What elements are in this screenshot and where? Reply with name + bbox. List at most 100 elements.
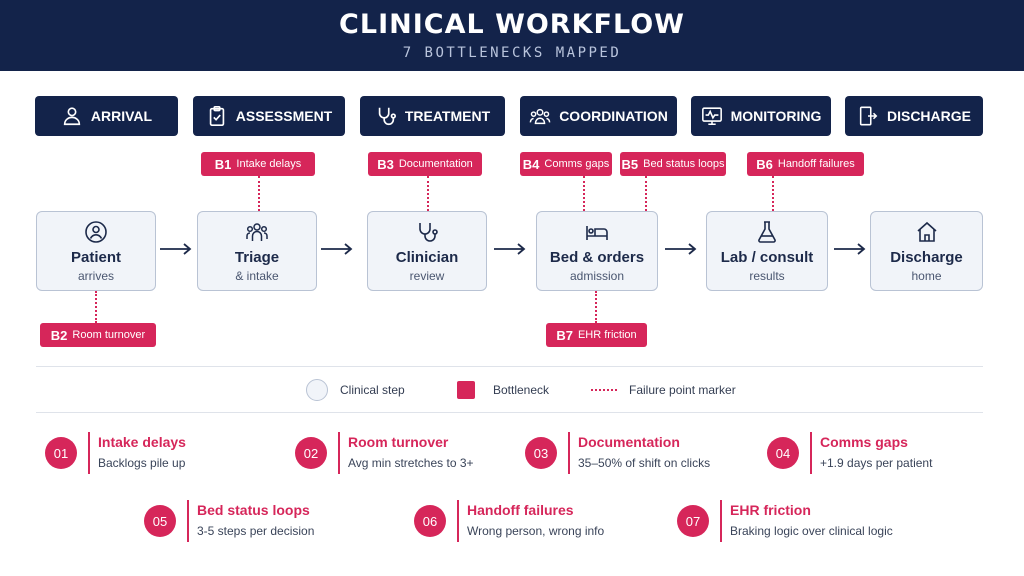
card-accent-bar [457, 500, 459, 542]
detail-card-06: 06 Handoff failures Wrong person, wrong … [414, 500, 634, 550]
flow-arrow-icon [494, 243, 526, 255]
divider [36, 366, 983, 367]
legend-bottleneck: Bottleneck [457, 378, 549, 402]
card-number: 01 [45, 437, 77, 469]
bottleneck-tag-b3: B3 Documentation [368, 152, 482, 176]
card-text: Wrong person, wrong info [467, 524, 605, 538]
bottleneck-label: Handoff failures [777, 158, 855, 170]
failure-marker-swatch [591, 389, 617, 391]
legend-label: Bottleneck [493, 383, 550, 397]
bottleneck-tag-b6: B6 Handoff failures [747, 152, 864, 176]
card-text: Braking logic over clinical logic [730, 524, 893, 538]
phase-label: DISCHARGE [886, 108, 971, 124]
card-title: Intake delays [98, 434, 186, 450]
bottleneck-code: B7 [556, 327, 573, 343]
clipboard-check-icon [209, 106, 225, 126]
bottleneck-tag-b2: B2 Room turnover [40, 323, 156, 347]
bottleneck-code: B5 [621, 156, 639, 172]
detail-card-01: 01 Intake delays Backlogs pile up [45, 432, 245, 482]
flow-arrow-icon [321, 243, 353, 255]
step-patient-arrives: Patient arrives [36, 211, 156, 291]
card-accent-bar [187, 500, 189, 542]
phase-label: ASSESSMENT [235, 108, 333, 124]
person-icon [63, 107, 81, 126]
flow-arrow-icon [160, 243, 192, 255]
step-bed-orders: Bed & orders admission [536, 211, 658, 291]
card-text: +1.9 days per patient [820, 456, 933, 470]
failure-marker-line [258, 176, 260, 211]
card-number: 07 [677, 505, 709, 537]
phase-label: COORDINATION [559, 108, 668, 124]
detail-card-05: 05 Bed status loops 3-5 steps per decisi… [144, 500, 364, 550]
step-lab-consult: Lab / consult results [706, 211, 828, 291]
failure-marker-line [95, 291, 97, 323]
step-subtitle: admission [569, 269, 625, 283]
flow-arrow-icon [834, 243, 866, 255]
legend-label: Clinical step [340, 383, 405, 397]
card-accent-bar [568, 432, 570, 474]
team-icon [246, 223, 268, 241]
step-title: Discharge [890, 249, 963, 266]
bottleneck-swatch [457, 381, 475, 399]
phase-treatment: TREATMENT [360, 96, 505, 136]
failure-marker-line [427, 176, 429, 211]
card-text: 3-5 steps per decision [197, 524, 315, 538]
legend-clinical-step: Clinical step [306, 378, 405, 402]
step-subtitle: & intake [235, 269, 279, 283]
step-subtitle: results [749, 269, 785, 283]
detail-card-02: 02 Room turnover Avg min stretches to 3+ [295, 432, 505, 482]
step-title: Lab / consult [720, 249, 814, 266]
card-accent-bar [88, 432, 90, 474]
step-title: Triage [234, 249, 280, 266]
failure-marker-line [583, 176, 585, 211]
bottleneck-tag-b5: B5 Bed status loops [620, 152, 726, 176]
monitor-pulse-icon [701, 107, 722, 126]
card-accent-bar [810, 432, 812, 474]
divider [36, 412, 983, 413]
bottleneck-code: B1 [214, 156, 232, 172]
exit-door-icon [859, 106, 878, 126]
home-icon [916, 221, 937, 242]
step-subtitle: arrives [77, 269, 114, 283]
failure-marker-line [595, 291, 597, 323]
step-subtitle: home [911, 269, 942, 283]
person-icon [85, 221, 107, 243]
bottleneck-label: Documentation [398, 158, 473, 170]
detail-card-07: 07 EHR friction Braking logic over clini… [677, 500, 937, 550]
bottleneck-tag-b1: B1 Intake delays [201, 152, 315, 176]
bottleneck-label: Room turnover [72, 329, 146, 341]
step-title: Bed & orders [549, 249, 645, 266]
phase-coordination: COORDINATION [520, 96, 677, 136]
phase-monitoring: MONITORING [691, 96, 831, 136]
phase-arrival: ARRIVAL [35, 96, 178, 136]
bottleneck-label: Bed status loops [643, 158, 725, 170]
bottleneck-label: Intake delays [236, 158, 302, 170]
bottleneck-code: B2 [50, 327, 68, 343]
card-number: 04 [767, 437, 799, 469]
card-text: 35–50% of shift on clicks [578, 456, 711, 470]
phase-assessment: ASSESSMENT [193, 96, 345, 136]
card-title: Documentation [578, 434, 680, 450]
step-clinician-review: Clinician review [367, 211, 487, 291]
card-accent-bar [338, 432, 340, 474]
detail-card-03: 03 Documentation 35–50% of shift on clic… [525, 432, 745, 482]
team-icon [529, 108, 551, 125]
page-title: CLINICAL WORKFLOW [339, 9, 685, 40]
step-title: Patient [70, 249, 121, 266]
card-text: Backlogs pile up [98, 456, 186, 470]
step-title: Clinician [395, 249, 459, 266]
flow-arrow-icon [665, 243, 697, 255]
bottleneck-code: B6 [756, 156, 773, 172]
bottleneck-code: B3 [377, 156, 394, 172]
card-number: 05 [144, 505, 176, 537]
card-title: Handoff failures [467, 502, 574, 518]
phase-label: TREATMENT [404, 108, 491, 124]
legend-label: Failure point marker [629, 383, 736, 397]
failure-marker-line [772, 176, 774, 211]
card-number: 06 [414, 505, 446, 537]
page-subtitle: 7 BOTTLENECKS MAPPED [402, 45, 622, 61]
card-title: Comms gaps [820, 434, 908, 450]
stethoscope-icon [419, 223, 438, 242]
